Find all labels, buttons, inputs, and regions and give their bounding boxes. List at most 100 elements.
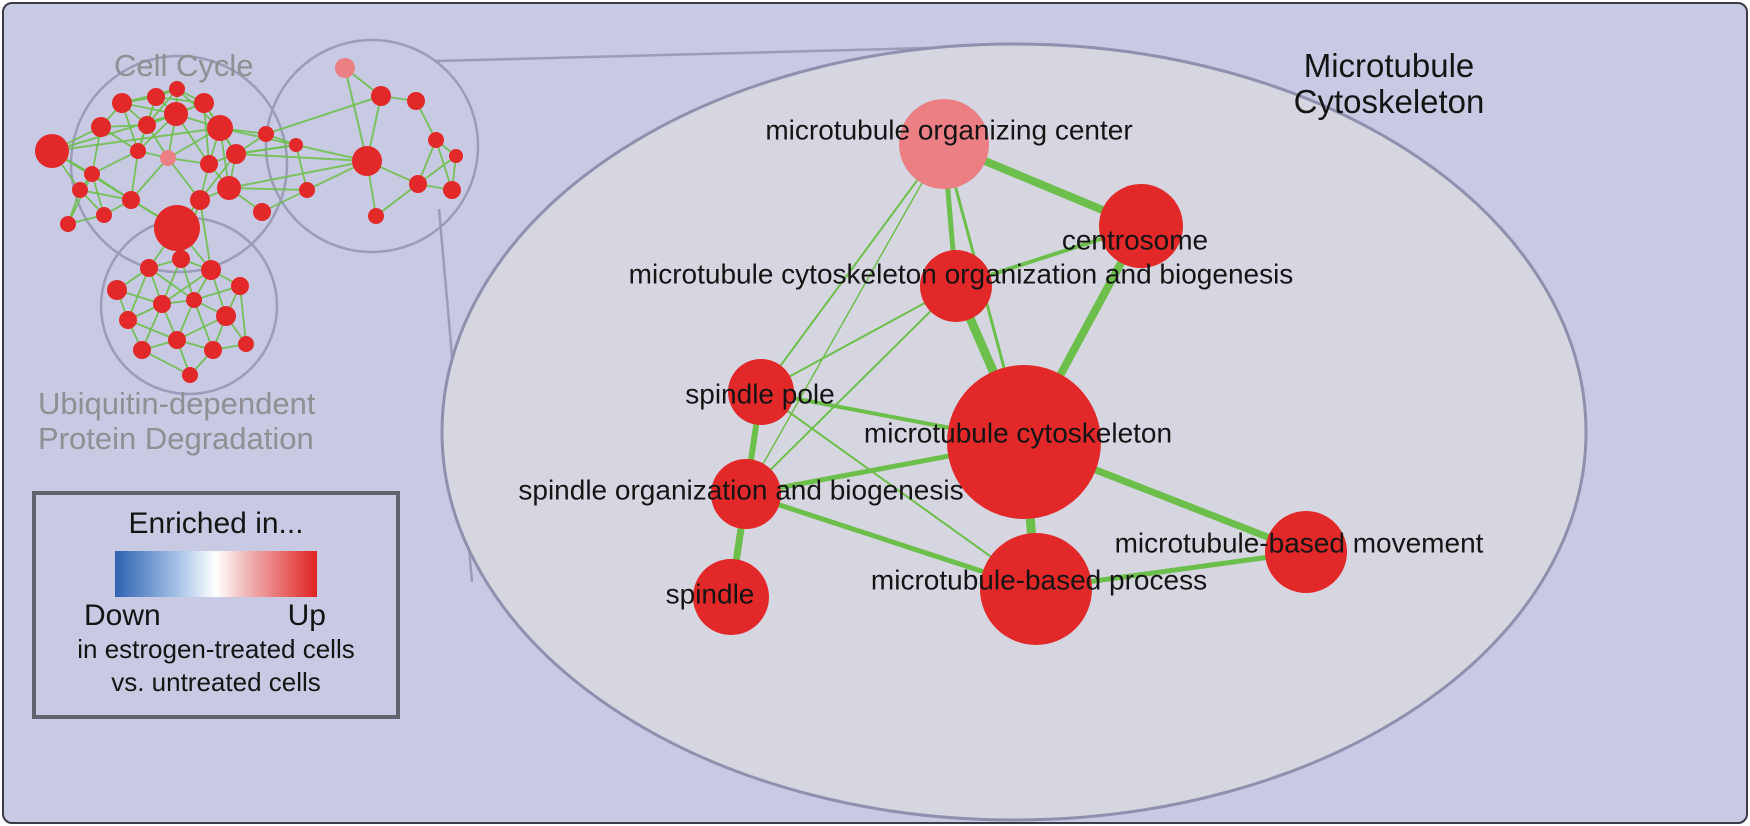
mini-node <box>258 126 274 142</box>
mini-node <box>207 115 233 141</box>
edge-mcob--sob <box>745 285 957 495</box>
node-mc <box>947 365 1101 519</box>
node-sob <box>711 459 781 529</box>
mini-edge <box>51 113 177 152</box>
mini-edge <box>51 127 221 152</box>
cluster-label-microtubule-cytoskeleton: Microtubule Cytoskeleton <box>1259 48 1519 119</box>
mini-node <box>238 336 254 352</box>
mini-edge <box>141 349 191 376</box>
mini-node <box>201 260 221 280</box>
mini-node <box>443 181 461 199</box>
edge-moc--spindle-pole <box>760 143 945 393</box>
mini-edge <box>199 199 212 271</box>
mini-node <box>190 190 210 210</box>
mini-node <box>133 341 151 359</box>
node-label-centrosome: centrosome <box>1062 224 1208 255</box>
mini-node <box>140 259 158 277</box>
cluster-circle-cell-cycle <box>69 54 289 274</box>
mini-node <box>107 280 127 300</box>
node-mcob <box>920 250 992 322</box>
node-label-spindle: spindle <box>666 578 755 609</box>
mini-edge <box>228 187 308 191</box>
node-spindle-pole <box>728 359 794 425</box>
mini-node <box>96 207 112 223</box>
mini-edge <box>235 144 297 155</box>
node-label-moc: microtubule organizing center <box>765 114 1132 145</box>
mini-node <box>147 88 165 106</box>
mini-node <box>231 277 249 295</box>
mini-node <box>299 182 315 198</box>
cluster-label-ubiquitin-line1: Ubiquitin-dependent <box>38 386 316 421</box>
mini-edge <box>344 67 368 162</box>
mini-node <box>428 132 444 148</box>
mini-node <box>172 250 190 268</box>
node-label-mbp: microtubule-based process <box>871 564 1207 595</box>
mini-edge <box>127 267 150 321</box>
mini-edge <box>203 102 210 165</box>
mini-edge <box>148 267 195 301</box>
mini-edge <box>91 150 139 175</box>
mini-node <box>182 367 198 383</box>
mini-node <box>352 146 382 176</box>
legend-up-label: Up <box>287 599 326 632</box>
cluster-label-microtubule-line1: Microtubule <box>1303 47 1475 84</box>
mini-node <box>409 175 427 193</box>
mini-edge <box>51 150 178 229</box>
mini-node <box>217 176 241 200</box>
node-label-spindle-pole: spindle pole <box>685 378 834 409</box>
legend-subtitle-line2: vs. untreated cells <box>111 666 321 697</box>
mini-node <box>164 102 188 126</box>
mini-node <box>200 155 218 173</box>
mini-edge <box>67 173 93 225</box>
mini-node <box>204 341 222 359</box>
node-mbp <box>980 533 1092 645</box>
mini-node <box>253 203 271 221</box>
mini-node <box>138 116 156 134</box>
mini-node <box>368 208 384 224</box>
mini-node <box>91 117 111 137</box>
mini-node <box>168 331 186 349</box>
legend-subtitle-line1: in estrogen-treated cells <box>77 634 355 664</box>
mini-edge <box>235 153 368 162</box>
cluster-label-cell-cycle: Cell Cycle <box>114 48 254 83</box>
mini-edge <box>130 157 169 201</box>
mini-edge <box>228 160 368 189</box>
legend: Enriched in... Down Up in estrogen-treat… <box>32 491 400 719</box>
node-spindle <box>693 559 769 635</box>
legend-title: Enriched in... <box>128 507 304 540</box>
cluster-label-ubiquitin: Ubiquitin-dependent Protein Degradation <box>38 386 316 456</box>
mini-node <box>289 138 303 152</box>
mini-node <box>449 149 463 163</box>
cluster-circle-microtubule <box>264 38 480 254</box>
mini-node <box>119 311 137 329</box>
legend-axis-labels: Down Up <box>36 597 396 633</box>
mini-node <box>335 58 355 78</box>
node-label-mc: microtubule cytoskeleton <box>864 417 1172 448</box>
magnifier-line <box>435 44 1005 63</box>
mini-node <box>72 182 88 198</box>
mini-node <box>153 295 171 313</box>
mini-node <box>84 166 100 182</box>
mini-node <box>130 143 146 159</box>
mini-node <box>226 144 246 164</box>
cluster-label-microtubule-line2: Cytoskeleton <box>1293 82 1485 120</box>
mini-node <box>122 191 140 209</box>
edge-moc--sob <box>745 143 945 495</box>
mini-node <box>35 134 69 168</box>
node-mbm <box>1265 511 1347 593</box>
cluster-label-ubiquitin-line2: Protein Degradation <box>38 421 314 457</box>
mini-node <box>169 81 185 97</box>
mini-node <box>216 306 236 326</box>
edge-mcob--spindle-pole <box>760 285 957 393</box>
mini-node <box>154 205 200 251</box>
node-moc <box>899 99 989 189</box>
node-label-mbm: microtubule-based movement <box>1115 527 1484 558</box>
mini-edge <box>265 95 382 135</box>
node-centrosome <box>1099 184 1183 268</box>
node-label-mcob: microtubule cytoskeleton organization an… <box>629 258 1294 289</box>
mini-node <box>407 92 425 110</box>
node-label-sob: spindle organization and biogenesis <box>518 474 963 505</box>
network-svg: microtubule organizing centercentrosomem… <box>35 38 1588 822</box>
mini-node <box>160 150 176 166</box>
